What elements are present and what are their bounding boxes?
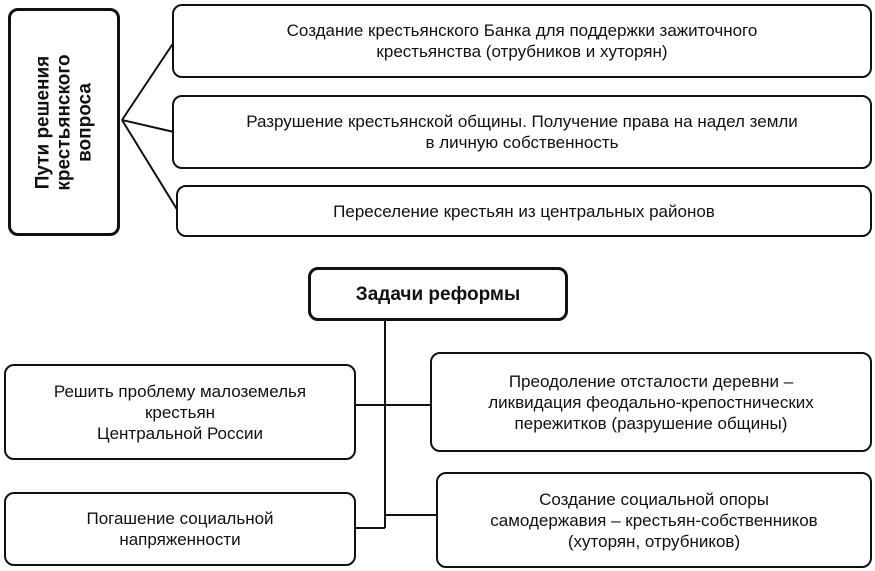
task-overcome-backwardness: Преодоление отсталости деревни – ликвида… xyxy=(430,352,872,452)
paths-title: Пути решения крестьянского вопроса xyxy=(32,53,96,191)
paths-title-box: Пути решения крестьянского вопроса xyxy=(8,8,120,236)
path-item-text: Разрушение крестьянской общины. Получени… xyxy=(246,112,798,152)
task-text: Решить проблему малоземелья крестьян Цен… xyxy=(53,381,307,443)
path-item-bank: Создание крестьянского Банка для поддерж… xyxy=(172,4,872,78)
task-text: Создание социальной опоры самодержавия –… xyxy=(490,489,818,551)
path-item-community: Разрушение крестьянской общины. Получени… xyxy=(172,95,872,169)
tasks-title: Задачи реформы xyxy=(355,283,521,305)
path-item-text: Переселение крестьян из центральных райо… xyxy=(333,201,715,221)
connector-path-2 xyxy=(121,119,175,133)
task-social-tension: Погашение социальной напряженности xyxy=(4,492,356,566)
connector-path-3 xyxy=(121,119,179,212)
task-land-shortage: Решить проблему малоземелья крестьян Цен… xyxy=(4,364,356,460)
task-social-support: Создание социальной опоры самодержавия –… xyxy=(436,472,872,568)
path-item-resettlement: Переселение крестьян из центральных райо… xyxy=(176,185,872,237)
connector-path-1 xyxy=(121,41,175,121)
tasks-title-box: Задачи реформы xyxy=(308,267,568,321)
task-text: Погашение социальной напряженности xyxy=(86,509,274,549)
task-text: Преодоление отсталости деревни – ликвида… xyxy=(488,371,814,433)
path-item-text: Создание крестьянского Банка для поддерж… xyxy=(286,21,758,61)
